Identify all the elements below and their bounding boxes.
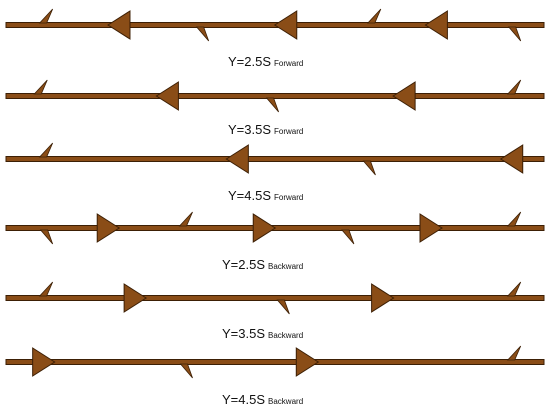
rod [5,295,545,301]
rod [5,156,545,162]
spike-down [39,229,54,245]
caption-direction: Backward [268,397,303,406]
arrow-head-left [499,144,524,174]
spike-down [341,229,355,245]
caption-value: Y=3.5S [222,326,265,341]
arrow-head-right [96,213,121,243]
spike-up [506,79,522,95]
spike-up [506,281,522,297]
arrow-head-right [32,347,56,377]
arrow-head-right [252,213,277,243]
spike-up [38,142,54,158]
caption-value: Y=4.5S [222,392,265,407]
spike-up [38,8,54,24]
caption-direction: Forward [274,59,303,68]
caption-direction: Backward [268,331,303,340]
arrow-head-right [419,213,443,243]
arrow-head-left [392,81,416,111]
spike-up [506,345,522,361]
spike-down [265,97,279,113]
spike-down [276,299,290,315]
caption-value: Y=3.5S [228,122,271,137]
spike-up [38,281,54,297]
caption-direction: Backward [268,262,303,271]
arrow-head-left [424,10,448,40]
spike-up [506,211,522,227]
caption-direction: Forward [274,193,303,202]
spike-down [195,26,210,42]
rod [5,93,545,99]
spike-up [366,8,382,24]
caption-value: Y=4.5S [228,188,271,203]
arrow-head-right [295,347,320,377]
caption-value: Y=2.5S [222,257,265,272]
caption-direction: Forward [274,127,303,136]
arrow-head-left [107,10,131,40]
rod [5,359,545,365]
spike-down [507,26,522,42]
arrow-head-left [273,10,298,40]
arrow-head-right [371,283,395,313]
spike-up [178,211,193,227]
spike-up [33,79,48,95]
arrow-head-right [123,283,148,313]
spike-down [179,363,193,379]
caption-value: Y=2.5S [228,54,271,69]
arrow-head-left [225,144,249,174]
spike-down [362,160,376,176]
arrow-head-left [155,81,179,111]
